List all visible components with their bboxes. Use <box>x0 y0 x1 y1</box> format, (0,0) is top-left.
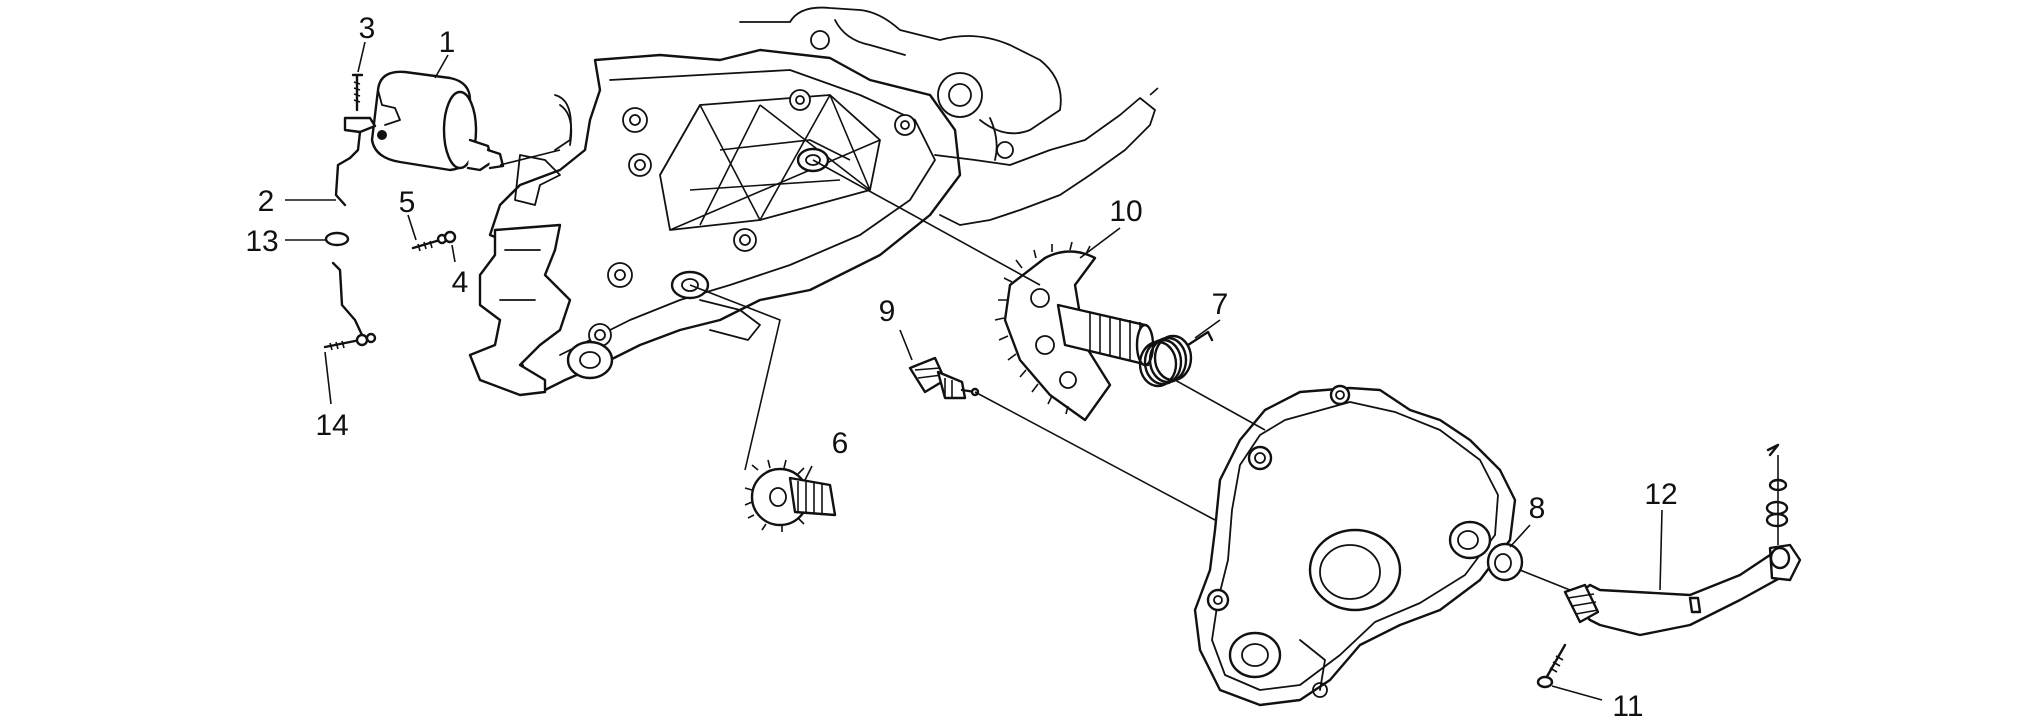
callout-8: 8 <box>1529 492 1546 525</box>
callout-5: 5 <box>399 186 416 219</box>
starter-motor <box>370 70 505 172</box>
seal-washer <box>1486 542 1524 582</box>
bolt-washer <box>411 230 457 252</box>
callout-11: 11 <box>1612 690 1643 723</box>
callout-14: 14 <box>315 409 348 442</box>
wiring-harness <box>323 73 387 351</box>
idler-shaft <box>908 356 980 400</box>
assembly-guide-lines <box>499 149 1571 591</box>
callout-9: 9 <box>879 295 896 328</box>
starter-gear <box>744 459 837 532</box>
kick-lever <box>1536 443 1802 689</box>
return-spring <box>1138 330 1214 388</box>
transmission-cover <box>1193 384 1517 707</box>
leader-lines <box>285 41 1663 701</box>
callout-10: 10 <box>1109 195 1142 228</box>
callout-6: 6 <box>832 427 849 460</box>
callout-1: 1 <box>439 26 456 59</box>
kick-sector-gear <box>994 241 1155 422</box>
callout-labels: 1 2 3 4 5 6 7 8 9 10 11 12 13 14 <box>245 12 1677 723</box>
callout-4: 4 <box>452 266 469 299</box>
callout-13: 13 <box>245 225 278 258</box>
crankcase-drawing <box>468 6 1159 397</box>
callout-7: 7 <box>1212 288 1229 321</box>
callout-2: 2 <box>258 185 275 218</box>
callout-12: 12 <box>1644 478 1677 511</box>
callout-3: 3 <box>359 12 376 45</box>
